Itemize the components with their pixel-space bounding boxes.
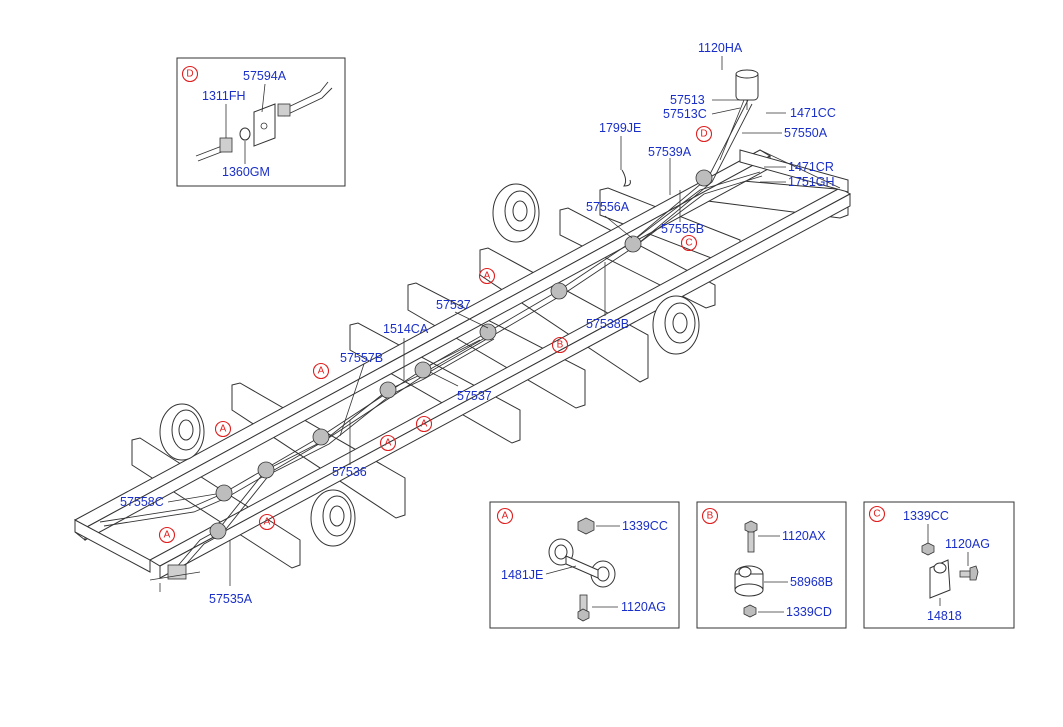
callout-1471CC: 1471CC: [790, 106, 836, 120]
detail-d-57594A: 57594A: [243, 69, 287, 83]
callout-1799JE: 1799JE: [599, 121, 641, 135]
detail-c-tag: C: [873, 509, 880, 520]
detail-a-1120AG: 1120AG: [621, 600, 666, 614]
detail-a-tag: A: [502, 511, 509, 522]
svg-text:A: A: [484, 271, 491, 282]
pipe-clips: [209, 169, 713, 540]
tires: [159, 183, 700, 547]
callout-57539A: 57539A: [648, 145, 692, 159]
detail-c-1339CC: 1339CC: [903, 509, 949, 523]
svg-text:C: C: [685, 238, 692, 249]
detail-d-1360GM: 1360GM: [222, 165, 270, 179]
frame-rail-right: [148, 187, 852, 567]
marker-a-5: A: [214, 420, 232, 438]
callout-57535A: 57535A: [209, 592, 253, 606]
tire-rear-left: [492, 183, 540, 243]
callout-57537-upper: 57537: [436, 298, 471, 312]
marker-a-2: A: [312, 362, 330, 380]
detail-box-a: A 1339CC 1481JE 1120AG: [489, 501, 680, 629]
svg-text:D: D: [700, 129, 707, 140]
detail-a-1339CC: 1339CC: [622, 519, 668, 533]
detail-b-tag: B: [707, 511, 714, 522]
detail-b-1339CD: 1339CD: [786, 605, 832, 619]
front-hose-assembly: [149, 564, 201, 592]
detail-a-1481JE: 1481JE: [501, 568, 543, 582]
svg-text:A: A: [164, 530, 171, 541]
svg-text:B: B: [557, 340, 564, 351]
detail-box-c: C 1339CC 1120AG 14818: [863, 501, 1015, 629]
marker-a-4: A: [379, 434, 397, 452]
marker-d: D: [695, 125, 713, 143]
marker-b: B: [551, 336, 569, 354]
tire-rear-right: [652, 295, 700, 355]
callout-57537-lower: 57537: [457, 389, 492, 403]
marker-a-1: A: [478, 267, 496, 285]
marker-a-3: A: [415, 415, 433, 433]
spring-clip-icon: [621, 169, 631, 187]
callout-57557B: 57557B: [340, 351, 383, 365]
detail-d-tag: D: [186, 69, 193, 80]
svg-text:A: A: [385, 438, 392, 449]
svg-text:A: A: [421, 419, 428, 430]
callout-57556A: 57556A: [586, 200, 630, 214]
callout-57513: 57513: [670, 93, 705, 107]
callout-57555B: 57555B: [661, 222, 704, 236]
leader-lines: [167, 56, 786, 586]
detail-box-d: D 57594A 1311FH 1360GM: [176, 57, 346, 187]
marker-c: C: [680, 234, 698, 252]
callout-57550A: 57550A: [784, 126, 828, 140]
detail-markers: D C A B A A A A: [158, 125, 713, 544]
detail-c-14818: 14818: [927, 609, 962, 623]
svg-text:A: A: [220, 424, 227, 435]
callout-57538B: 57538B: [586, 317, 629, 331]
marker-a-6: A: [258, 513, 276, 531]
detail-box-b: B 1120AX 58968B 1339CD: [696, 501, 847, 629]
detail-b-1120AX: 1120AX: [782, 529, 826, 543]
callout-1471CR: 1471CR: [788, 160, 834, 174]
detail-b-58968B: 58968B: [790, 575, 833, 589]
svg-text:A: A: [264, 517, 271, 528]
callout-1120HA: 1120HA: [698, 41, 743, 55]
callout-57558C: 57558C: [120, 495, 164, 509]
detail-d-1311FH: 1311FH: [202, 89, 246, 103]
main-callouts: 1120HA 57513 57513C 1471CC 57550A 1799JE…: [120, 41, 836, 606]
marker-a-7: A: [158, 526, 176, 544]
callout-57536: 57536: [332, 465, 367, 479]
chassis-frame: [74, 149, 852, 579]
callout-1751GH: 1751GH: [788, 175, 835, 189]
brake-pipes: [99, 99, 763, 579]
master-cylinder: [719, 69, 759, 161]
callout-57513C: 57513C: [663, 107, 707, 121]
tire-front-left: [159, 403, 205, 461]
svg-text:A: A: [318, 366, 325, 377]
detail-c-1120AG: 1120AG: [945, 537, 990, 551]
callout-1514CA: 1514CA: [383, 322, 429, 336]
tire-front-right: [310, 489, 356, 547]
